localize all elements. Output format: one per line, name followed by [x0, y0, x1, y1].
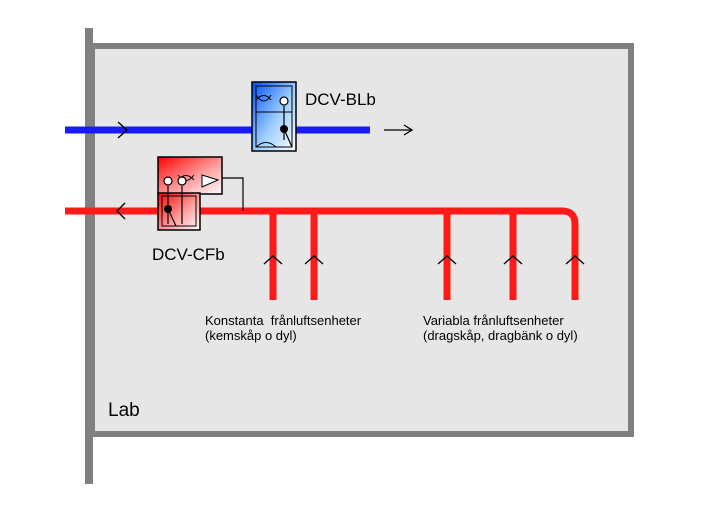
branch-arrow-2: [304, 255, 324, 265]
exhaust-unit-dcv-cfb: [157, 156, 244, 231]
supply-duct: [65, 121, 414, 139]
variable-exhaust-label-line2: (dragskåp, dragbänk o dyl): [423, 328, 578, 343]
supply-flow-arrow-out: [384, 124, 414, 136]
exhaust-branches: [263, 211, 585, 300]
branch-arrow-5: [565, 255, 585, 265]
exhaust-duct: [65, 202, 579, 300]
exhaust-unit-label: DCV-CFb: [152, 245, 225, 264]
exhaust-flow-arrow: [116, 202, 126, 220]
branch-arrow-1: [263, 255, 283, 265]
branch-arrow-4: [503, 255, 523, 265]
supply-unit-label: DCV-BLb: [305, 90, 376, 109]
supply-flow-arrow-in: [117, 121, 128, 139]
branch-arrow-3: [437, 255, 457, 265]
constant-exhaust-label-line1: Konstanta frånluftsenheter: [205, 313, 362, 328]
variable-exhaust-label-line1: Variabla frånluftsenheter: [423, 313, 564, 328]
constant-exhaust-label-line2: (kemskåp o dyl): [205, 328, 297, 343]
room-label: Lab: [108, 400, 140, 421]
supply-unit-dcv-blb: [251, 81, 297, 152]
room-area: [89, 43, 634, 437]
